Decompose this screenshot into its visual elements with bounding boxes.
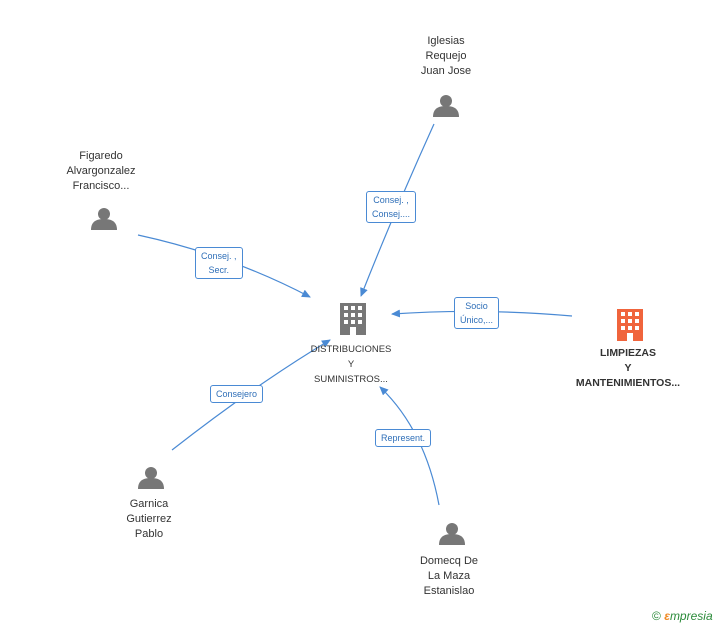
label-line: Consej....	[372, 209, 411, 219]
label-line: Secr.	[208, 265, 230, 275]
building-icon[interactable]	[340, 303, 366, 335]
node-label-limpiezas[interactable]: LIMPIEZAS Y MANTENIMIENTOS...	[564, 346, 692, 391]
label-line: Iglesias	[427, 35, 465, 47]
label-line: MANTENIMIENTOS...	[575, 377, 681, 389]
edge-label-limpiezas[interactable]: Socio Único,...	[454, 297, 500, 329]
label-line: Juan Jose	[420, 65, 472, 77]
node-label-garnica[interactable]: Garnica Gutierrez Pablo	[99, 497, 199, 542]
label-line: Garnica	[129, 498, 169, 510]
label-line: Consej. ,	[201, 251, 237, 261]
brand-e: ε	[664, 609, 670, 623]
label-line: Socio	[465, 301, 488, 311]
edge-label-figaredo[interactable]: Consej. , Secr.	[195, 247, 243, 279]
label-line: La Maza	[427, 570, 471, 582]
edge-label-iglesias[interactable]: Consej. , Consej....	[366, 191, 417, 223]
person-icon[interactable]	[439, 523, 465, 545]
label-line: Estanislao	[423, 585, 475, 597]
person-icon[interactable]	[138, 467, 164, 489]
brand-text: mpresia	[669, 609, 713, 623]
edge-label-domecq[interactable]: Represent.	[375, 429, 432, 447]
label-line: Único,...	[460, 315, 494, 325]
person-icon[interactable]	[433, 95, 459, 117]
node-label-domecq[interactable]: Domecq De La Maza Estanislao	[399, 554, 499, 599]
label-line: Y	[624, 362, 632, 374]
label-line: Y	[347, 359, 355, 370]
person-icon[interactable]	[91, 208, 117, 230]
node-label-iglesias[interactable]: Iglesias Requejo Juan Jose	[396, 34, 496, 79]
label-line: DISTRIBUCIONES	[310, 344, 392, 355]
label-line: SUMINISTROS...	[314, 374, 388, 385]
label-line: Consej. ,	[373, 195, 409, 205]
brand-logo: © εmpresia	[652, 609, 713, 623]
label-line: Represent.	[381, 433, 426, 443]
label-line: Gutierrez	[126, 513, 172, 525]
label-line: Requejo	[425, 50, 467, 62]
label-line: Francisco...	[72, 180, 130, 192]
label-line: LIMPIEZAS	[599, 347, 656, 359]
building-icon[interactable]	[617, 309, 643, 341]
label-line: Figaredo	[79, 150, 123, 162]
label-line: Pablo	[134, 528, 164, 540]
node-label-figaredo[interactable]: Figaredo Alvargonzalez Francisco...	[51, 149, 151, 194]
node-label-center[interactable]: DISTRIBUCIONES Y SUMINISTROS...	[296, 342, 406, 387]
edge-label-garnica[interactable]: Consejero	[210, 385, 264, 403]
label-line: Consejero	[216, 389, 258, 399]
label-line: Alvargonzalez	[66, 165, 136, 177]
label-line: Domecq De	[419, 555, 479, 567]
copyright-icon: ©	[652, 609, 661, 623]
